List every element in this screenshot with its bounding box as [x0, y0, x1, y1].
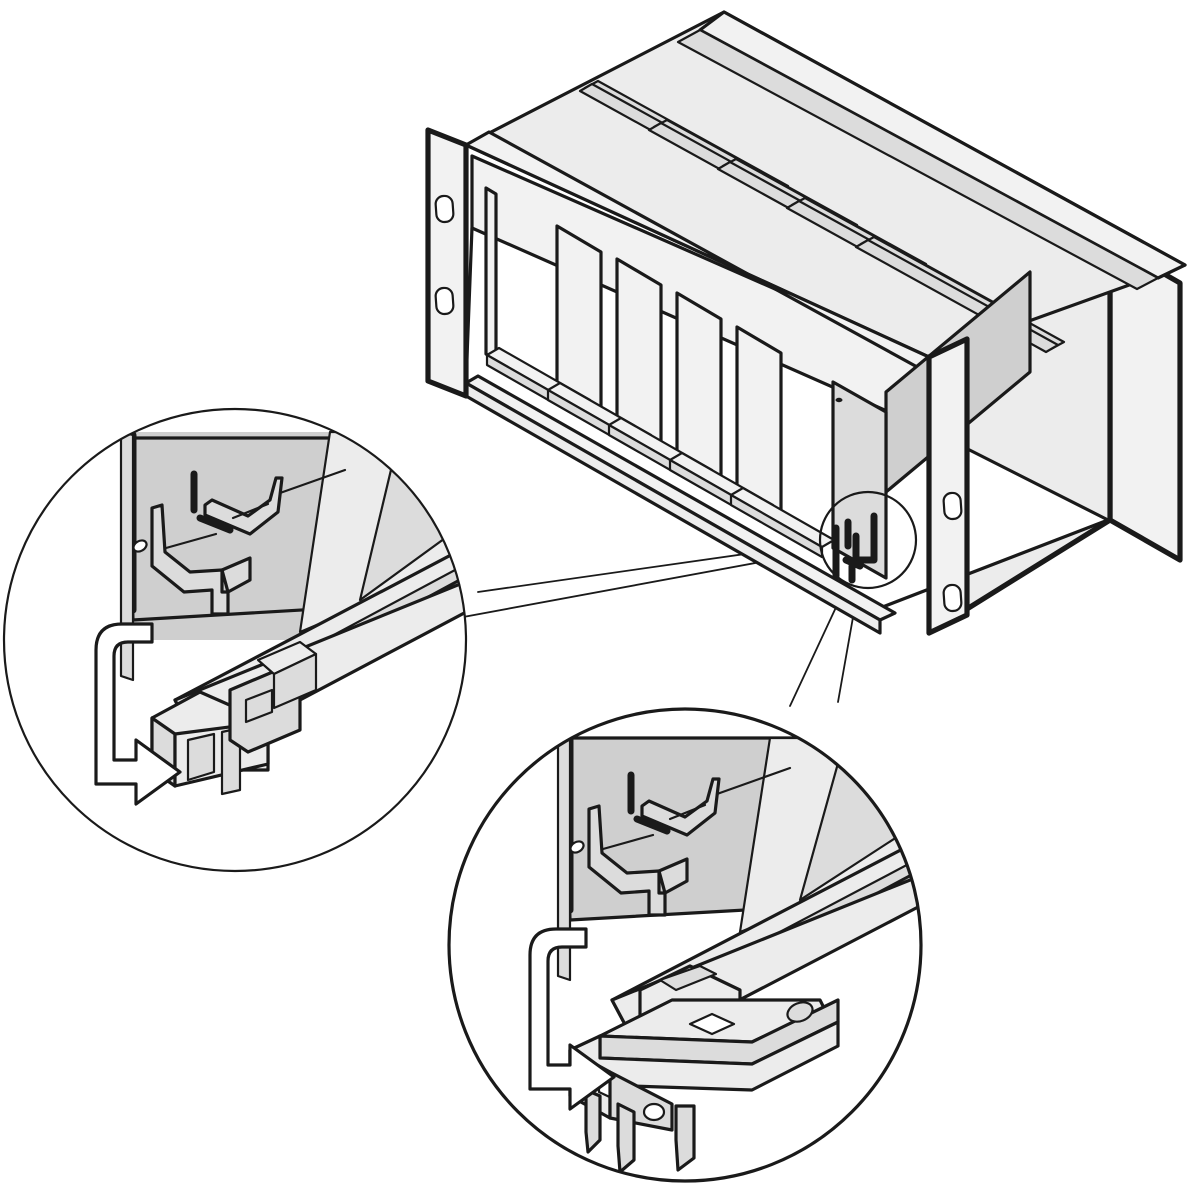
detail-view-clip-with-connector [447, 707, 923, 1183]
connector-pin-3 [674, 1104, 696, 1172]
tongue-foot [196, 514, 234, 534]
divider-plate-5-hole [835, 397, 843, 403]
detail-left-clip-bracket [132, 503, 252, 616]
bracket-tab-r [657, 857, 689, 895]
clip-hook [852, 512, 878, 564]
insertion-arrow-right [528, 927, 616, 1111]
connector-pin-1 [584, 1088, 602, 1154]
tongue-upper [203, 476, 284, 536]
card-guide-rails [485, 346, 836, 559]
clip-finger-1 [186, 732, 216, 782]
right-mounting-flange [926, 336, 970, 636]
tongue-upper-r [640, 777, 721, 837]
detail-left-circle-outline [2, 407, 468, 873]
tongue-foot-r [633, 815, 671, 835]
top-transverse-rails [578, 79, 1066, 354]
left-flange-slot-2 [434, 286, 455, 316]
clip-tab-face [272, 652, 318, 710]
clip-body-r-notch [658, 964, 718, 992]
tongue-ref-line [278, 468, 347, 495]
chassis-top-assembly [464, 10, 1187, 387]
detail-right-circle-outline [447, 707, 923, 1183]
chassis-earthing-clip [832, 512, 878, 584]
connector-diamond-keyway [688, 1012, 736, 1036]
subrack-chassis [425, 10, 1187, 636]
tongue-line [231, 502, 270, 520]
connector-round-hole [642, 1102, 666, 1122]
left-flange-face [425, 127, 469, 399]
detail-left-clip-body [150, 640, 318, 796]
detail-left-spring-tongue [190, 468, 347, 536]
connector-pin-2 [616, 1102, 636, 1174]
tongue-ref-line-r [715, 766, 792, 796]
top-rear-rail-face [676, 28, 1160, 291]
right-flange-slot-1 [942, 491, 963, 521]
bracket-inner-line [164, 532, 218, 550]
bracket-screw-hole [132, 539, 148, 553]
connector-boss [786, 1001, 814, 1023]
detail-right-clip-bracket [569, 804, 689, 917]
left-mounting-flange [425, 127, 469, 399]
clip-notch-1 [244, 688, 274, 724]
detail-view-clip-only [2, 407, 468, 873]
right-flange-slot-2 [942, 583, 963, 613]
bracket-inner-line-r [601, 833, 655, 851]
tongue-line-r [668, 803, 707, 821]
bracket-screw-hole-r [569, 840, 585, 854]
divider-plate-0 [484, 186, 498, 362]
detail-right-spring-tongue [627, 766, 792, 837]
left-flange-slot-1 [434, 194, 455, 224]
chassis-detail-circle [818, 490, 918, 590]
right-side-panel-outer [1107, 240, 1183, 563]
bracket-tab [220, 556, 252, 594]
insertion-arrow-left [94, 622, 182, 806]
